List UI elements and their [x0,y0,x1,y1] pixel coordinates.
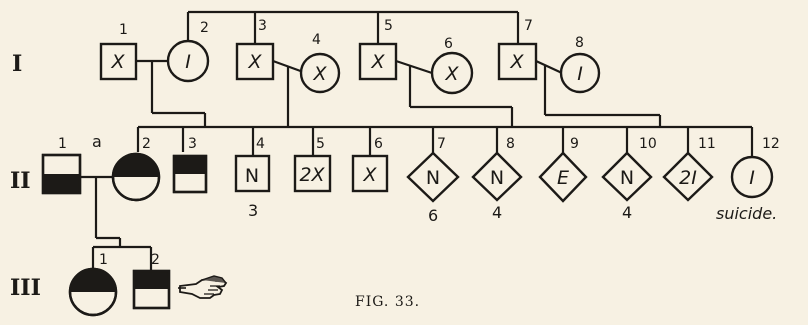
svg-text:N: N [245,165,259,187]
svg-text:N: N [426,167,440,189]
svg-text:4: 4 [492,203,502,222]
svg-text:9: 9 [570,136,579,152]
gen1-individual-7: 7 X [497,18,538,81]
svg-text:X: X [247,51,262,73]
figure-caption: FIG. 33. [355,294,420,310]
gen2-individual-2: 2 [111,136,161,202]
suicide-note: suicide. [716,204,777,223]
svg-text:X: X [110,51,125,73]
gen1-individual-6: 6 X [430,36,474,95]
pointing-hand-icon [178,275,228,299]
gen2-individual-6: 6 X [351,136,389,193]
svg-text:X: X [312,63,327,85]
svg-text:1: 1 [58,136,67,152]
svg-text:X: X [370,51,385,73]
svg-text:5: 5 [384,18,393,34]
family-label: a [92,132,102,151]
svg-text:8: 8 [575,35,584,51]
svg-text:1: 1 [119,22,128,38]
generation-label-1: I [12,51,22,77]
gen2-individual-4: 4 N 3 [234,136,271,220]
gen1-individual-1: 1 X [99,22,138,81]
svg-text:X: X [362,164,377,186]
svg-text:2: 2 [142,136,151,152]
svg-text:2: 2 [151,252,160,268]
svg-text:6: 6 [444,36,453,52]
gen1-individual-8: 8 I [559,35,601,94]
svg-text:E: E [557,167,569,189]
gen2-individual-8: 8 N 4 [471,136,523,222]
gen1-individual-3: 3 X [235,18,275,81]
svg-text:4: 4 [622,203,632,222]
gen2-individual-3: 3 [172,136,208,194]
svg-text:N: N [490,167,504,189]
svg-text:2X: 2X [299,164,325,186]
gen1-individual-2: 2 I [166,20,210,83]
svg-text:6: 6 [428,206,438,225]
svg-text:6: 6 [374,136,383,152]
gen2-individual-11: 11 2I [662,136,716,202]
svg-text:7: 7 [437,136,446,152]
svg-text:5: 5 [316,136,325,152]
gen1-individual-5: 5 X [358,18,398,81]
svg-text:3: 3 [248,201,258,220]
svg-text:2I: 2I [679,167,697,189]
svg-text:3: 3 [188,136,197,152]
gen2-individual-1: 1 [41,136,82,195]
svg-text:I: I [749,167,755,189]
svg-text:2: 2 [200,20,209,36]
svg-text:7: 7 [524,18,533,34]
gen3-individual-1: 1 [68,252,118,317]
gen2-individual-10: 10 N 4 [601,136,657,222]
gen2-individual-12: 12 I suicide. [716,136,780,223]
gen2-individual-5: 5 2X [293,136,332,193]
svg-text:I: I [185,51,191,73]
svg-text:4: 4 [256,136,265,152]
pedigree-lines [80,10,754,270]
svg-text:X: X [509,51,524,73]
svg-text:4: 4 [312,32,321,48]
svg-text:3: 3 [258,18,267,34]
svg-text:N: N [620,167,634,189]
gen1-individual-4: 4 X [299,32,341,94]
svg-text:X: X [444,63,459,85]
svg-text:12: 12 [762,136,780,152]
svg-text:11: 11 [698,136,716,152]
svg-text:1: 1 [99,252,108,268]
svg-text:I: I [577,63,583,85]
generation-label-3: III [10,275,41,301]
generation-label-2: II [10,168,31,194]
gen2-individual-9: 9 E [538,136,588,203]
gen2-individual-7: 7 N 6 [406,136,460,225]
gen3-individual-2: 2 [132,252,171,310]
svg-text:10: 10 [639,136,657,152]
svg-text:8: 8 [506,136,515,152]
